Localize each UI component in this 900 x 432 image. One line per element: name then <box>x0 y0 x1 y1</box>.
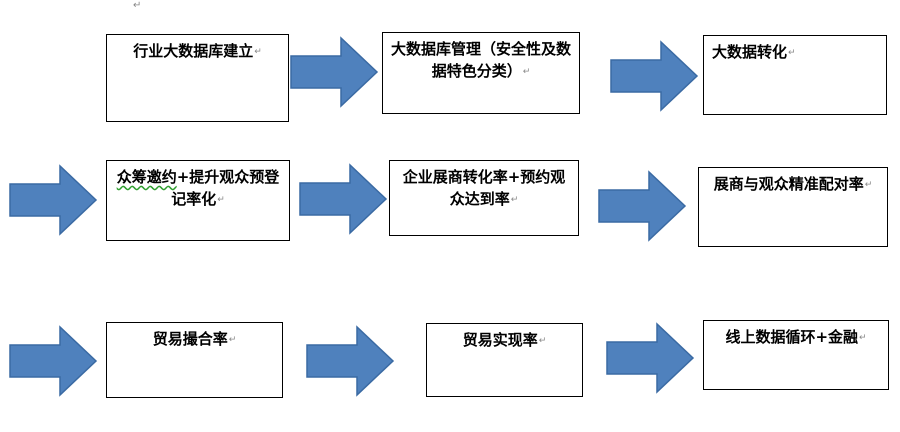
box-industry-database: 行业大数据库建立↵ <box>106 34 289 122</box>
flow-arrow-icon <box>9 164 98 236</box>
flow-arrow-icon <box>610 40 699 112</box>
box-trade-matchmaking: 贸易撮合率↵ <box>106 322 283 398</box>
box-label: 行业大数据库建立 <box>133 42 254 60</box>
flow-arrow-icon <box>306 325 395 397</box>
box-trade-realization: 贸易实现率↵ <box>426 323 583 397</box>
paragraph-mark: ↵ <box>859 332 867 343</box>
flow-arrow-icon <box>598 170 687 242</box>
paragraph-mark: ↵ <box>217 194 225 205</box>
paragraph-mark: ↵ <box>254 46 262 57</box>
box-label: 贸易实现率 <box>462 331 538 349</box>
box-label: 大数据库管理（安全性及数据特色分类） <box>390 40 571 80</box>
box-label: 大数据转化 <box>712 43 788 61</box>
paragraph-mark: ↵ <box>538 335 547 346</box>
box-label: 线上数据循环+金融 <box>725 328 859 346</box>
flow-arrow-icon <box>290 36 379 108</box>
paragraph-mark: ↵ <box>522 66 531 77</box>
flow-arrow-icon <box>606 322 695 394</box>
box-exhibitor-conversion: 企业展商转化率+预约观众达到率↵ <box>389 160 579 236</box>
flow-arrow-icon <box>299 163 388 235</box>
box-data-conversion: 大数据转化↵ <box>703 35 887 115</box>
box-crowdfunding-invite: 众筹邀约+提升观众预登记率化↵ <box>106 160 290 241</box>
box-database-management: 大数据库管理（安全性及数据特色分类）↵ <box>382 32 580 114</box>
paragraph-mark: ↵ <box>228 334 237 345</box>
paragraph-mark: ↵ <box>864 179 873 190</box>
box-online-data-finance: 线上数据循环+金融↵ <box>703 320 889 390</box>
box-label: +提升观众预登记率化 <box>171 168 280 208</box>
paragraph-mark: ↵ <box>510 194 519 205</box>
box-matching-rate: 展商与观众精准配对率↵ <box>698 167 888 247</box>
flow-arrow-icon <box>9 325 98 397</box>
box-label: 展商与观众精准配对率 <box>713 175 864 193</box>
paragraph-mark: ↵ <box>133 0 142 11</box>
box-label: 企业展商转化率+预约观众达到率 <box>402 168 566 208</box>
box-label: 贸易撮合率 <box>152 330 228 348</box>
paragraph-mark: ↵ <box>788 47 796 58</box>
box-label-underlined: 众筹邀约 <box>116 168 177 186</box>
